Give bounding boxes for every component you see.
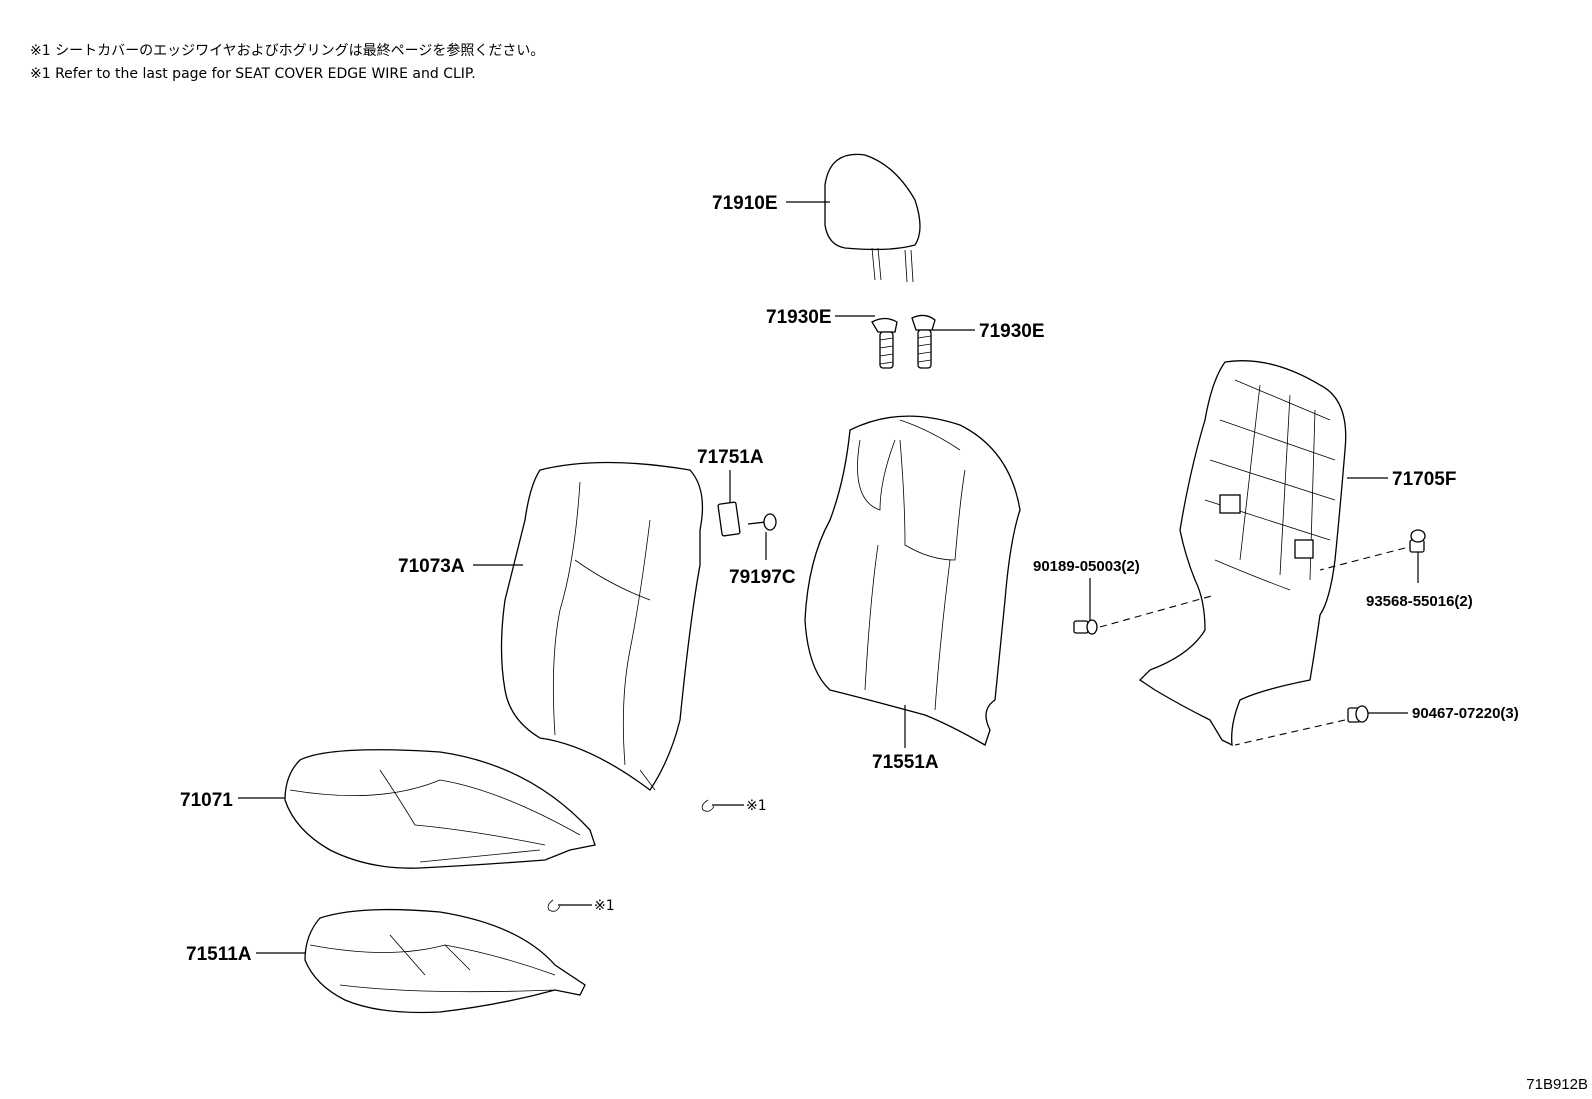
seatback-board[interactable]	[1138, 360, 1347, 747]
label-clip-left: 90189-05003(2)	[1033, 558, 1140, 575]
note-english: ※1 Refer to the last page for SEAT COVER…	[30, 66, 476, 82]
label-clip-screw: 79197C	[729, 567, 796, 588]
label-cover-clip: 71751A	[697, 447, 764, 468]
label-cushion-pad: 71511A	[186, 944, 252, 965]
headrest-support-left[interactable]	[871, 317, 898, 369]
label-seatback-cover: 71073A	[398, 556, 465, 577]
label-headrest-support-left: 71930E	[766, 307, 832, 328]
headrest-support-right[interactable]	[911, 314, 936, 369]
label-clip-right: 93568-55016(2)	[1366, 593, 1473, 610]
seatback-pad[interactable]	[804, 415, 1021, 746]
label-clip-bottom: 90467-07220(3)	[1412, 705, 1519, 722]
label-seatback-board: 71705F	[1392, 469, 1456, 490]
cover-clip[interactable]	[717, 501, 741, 537]
clip-screw[interactable]	[747, 513, 777, 531]
cushion-pad[interactable]	[304, 908, 586, 1014]
edge-wire-upper[interactable]	[701, 799, 715, 812]
label-headrest: 71910E	[712, 193, 778, 214]
label-cushion-cover: 71071	[180, 790, 233, 811]
clip-bottom[interactable]	[1347, 705, 1369, 723]
label-edge-wire-upper: ※1	[746, 798, 767, 814]
note-japanese: ※1 シートカバーのエッジワイヤおよびホグリングは最終ページを参照ください。	[30, 43, 545, 59]
label-headrest-support-right: 71930E	[979, 321, 1045, 342]
seatback-cover[interactable]	[500, 461, 704, 791]
label-edge-wire-lower: ※1	[594, 898, 615, 914]
label-seatback-pad: 71551A	[872, 752, 939, 773]
diagram-code: 71B912B	[1526, 1076, 1588, 1093]
edge-wire-lower[interactable]	[547, 899, 561, 912]
headrest[interactable]	[824, 153, 921, 283]
clip-right[interactable]	[1409, 529, 1426, 553]
cushion-cover[interactable]	[284, 749, 596, 869]
clip-left[interactable]	[1073, 619, 1098, 635]
